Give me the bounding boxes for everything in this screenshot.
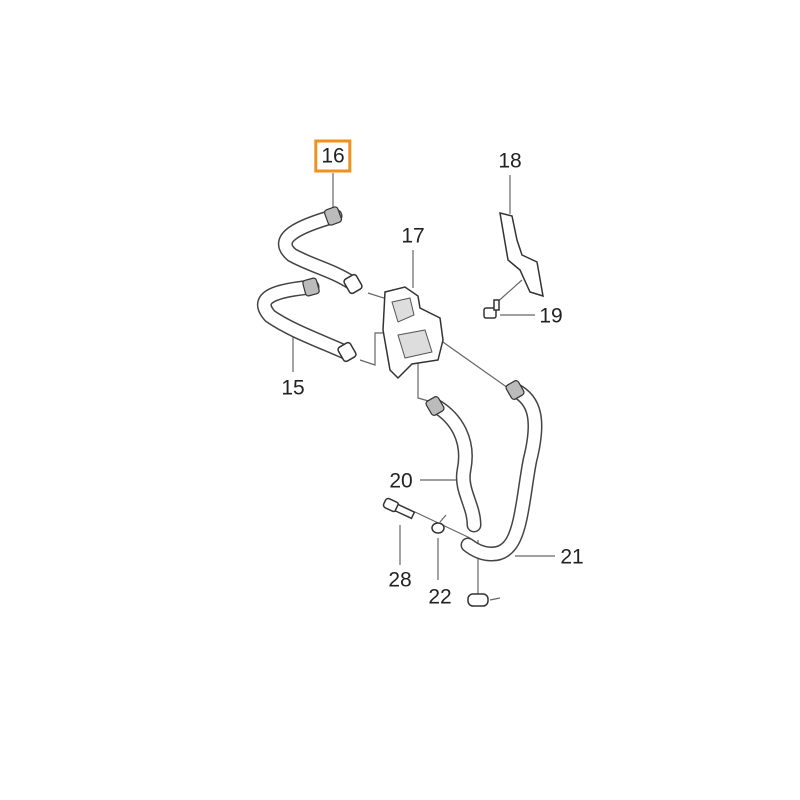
valve-housing-17 [382,286,444,380]
callout-28[interactable]: 28 [388,568,412,592]
callout-18[interactable]: 18 [498,149,522,173]
callout-15[interactable]: 15 [281,376,305,400]
hose-16 [277,206,363,295]
bolt-28 [382,497,416,520]
callout-17[interactable]: 17 [401,224,425,248]
callout-22[interactable]: 22 [428,585,452,609]
bracket-18 [499,211,544,298]
clip-22 [431,514,447,534]
callout-20[interactable]: 20 [389,469,413,493]
hose-clamp [467,593,489,607]
hose-20 [425,396,482,533]
bolt-19 [483,299,500,319]
hose-21 [460,380,543,562]
callout-21[interactable]: 21 [560,545,584,569]
callout-16-highlighted[interactable]: 16 [314,139,352,173]
callout-19[interactable]: 19 [539,304,563,328]
hose-15 [256,277,357,363]
